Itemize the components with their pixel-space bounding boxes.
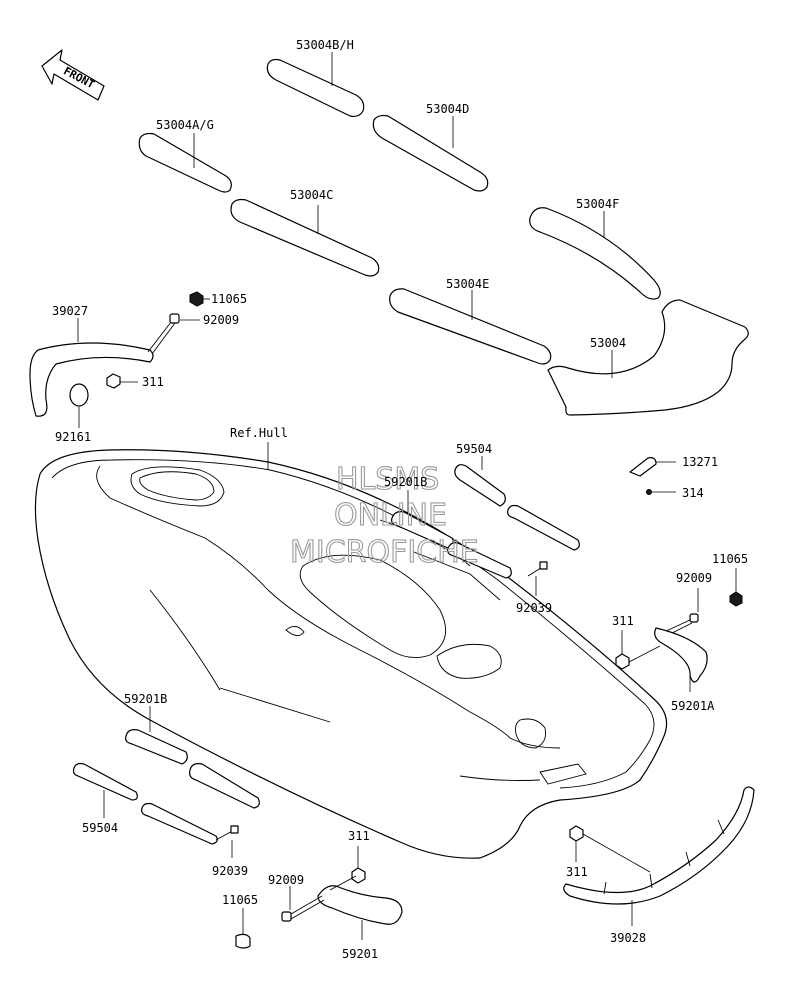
watermark-line-1: HLSMS [336, 462, 439, 497]
deck-mat-53004AG [138, 132, 232, 193]
label-11065-top: 11065 [211, 292, 247, 306]
nut-311-bottom [351, 846, 366, 884]
label-311-lower-right: 311 [566, 865, 588, 879]
nut-11065-top [189, 291, 210, 307]
label-53004D: 53004D [426, 102, 469, 116]
label-11065-bottom: 11065 [222, 893, 258, 907]
nut-311-top [106, 373, 138, 389]
label-59504-right: 59504 [456, 442, 492, 456]
label-39027: 39027 [52, 304, 88, 318]
deck-mat-53004F [529, 207, 661, 300]
deck-mat-53004C [230, 198, 380, 277]
rub-rail-39028 [563, 786, 755, 926]
label-59201A: 59201A [671, 699, 715, 713]
front-arrow-icon: FRONT [41, 49, 105, 101]
label-92161: 92161 [55, 430, 91, 444]
watermark: HLSMS ONLINE MICROFICHE [289, 461, 479, 570]
label-53004BH: 53004B/H [296, 38, 354, 52]
nut-11065-right [729, 568, 743, 607]
bracket-39027 [29, 318, 154, 417]
label-53004C: 53004C [290, 188, 333, 202]
deck-mat-53004BH [266, 52, 365, 118]
nut-311-right [615, 630, 661, 670]
watermark-line-2: ONLINE [334, 498, 447, 533]
cap-92161 [69, 383, 89, 428]
label-314: 314 [682, 486, 704, 500]
deck-mat-53004D [372, 114, 489, 192]
label-59201B-left: 59201B [124, 692, 167, 706]
label-92009-top: 92009 [203, 313, 239, 327]
nut-311-lower-right [569, 825, 651, 873]
bracket-59201A [654, 627, 708, 692]
rail-59201B-right [391, 490, 512, 579]
bolt-92009-bottom [281, 886, 325, 922]
label-53004AG: 53004A/G [156, 118, 214, 132]
label-92009-right: 92009 [676, 571, 712, 585]
label-92039-right: 92039 [516, 601, 552, 615]
bolt-92009-right [663, 588, 699, 637]
bolt-92039-right [527, 561, 548, 596]
bolt-92009-top [147, 313, 200, 355]
label-53004: 53004 [590, 336, 626, 350]
label-53004F: 53004F [576, 197, 619, 211]
label-53004E: 53004E [446, 277, 489, 291]
label-59504-left: 59504 [82, 821, 118, 835]
screw-314 [646, 489, 676, 495]
label-92039-left: 92039 [212, 864, 248, 878]
watermark-line-3: MICROFICHE [290, 535, 479, 570]
label-311-top: 311 [142, 375, 164, 389]
bracket-59201 [317, 875, 403, 940]
label-39028: 39028 [610, 931, 646, 945]
label-11065-right: 11065 [712, 552, 748, 566]
label-311-right: 311 [612, 614, 634, 628]
rail-59201B-left [125, 706, 260, 809]
deck-mat-53004 [547, 299, 749, 416]
deck-mat-53004E [389, 288, 552, 365]
rail-59504-right [454, 456, 580, 551]
label-59201: 59201 [342, 947, 378, 961]
hull [34, 442, 668, 859]
bracket-13271 [629, 457, 676, 477]
label-92009-bottom: 92009 [268, 873, 304, 887]
bolt-92039-left [215, 825, 239, 858]
label-ref-hull: Ref.Hull [230, 426, 288, 440]
label-59201B-right: 59201B [384, 475, 427, 489]
label-13271: 13271 [682, 455, 718, 469]
rail-59504-left [72, 762, 218, 845]
cap-11065-bottom [235, 908, 251, 949]
label-311-bottom: 311 [348, 829, 370, 843]
